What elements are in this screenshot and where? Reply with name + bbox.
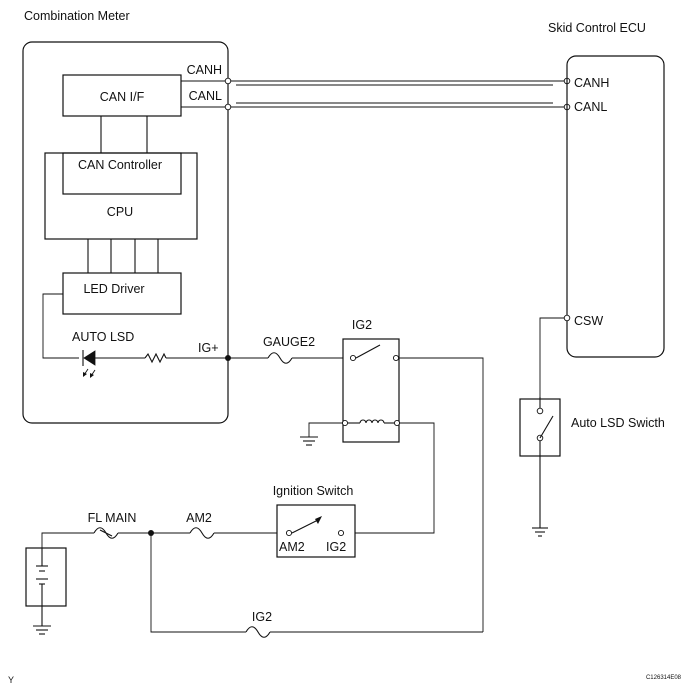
ecu-pin-canh: CANH (574, 76, 609, 90)
ig2-relay-box (342, 338, 400, 443)
ig2-fuse-icon (245, 626, 271, 638)
meter-pin-canh: CANH (187, 63, 222, 77)
can-controller-label: CAN Controller (78, 158, 162, 172)
ig2-relay-coil-left-terminal (341, 419, 349, 427)
relay-coil-ground-wire (308, 422, 343, 437)
ignition-switch-key-mark (315, 516, 322, 524)
combination-meter-outline (22, 41, 229, 424)
ignition-switch-pin-ig2: IG2 (326, 540, 346, 554)
battery-to-fl-main-wire (41, 532, 94, 548)
meter-canh-terminal (224, 77, 232, 85)
ig2-relay-contact-left (349, 354, 357, 362)
junction-to-ig2-fuse-wire (150, 533, 246, 633)
ecu-csw-terminal (563, 314, 571, 322)
led-driver-block (62, 272, 182, 315)
ig2-relay-contact-right (392, 354, 400, 362)
meter-pin-igplus: IG+ (198, 341, 219, 355)
ig2-fuse-label: IG2 (252, 610, 272, 624)
skid-control-ecu: Skid Control ECU CANH CANL CSW (548, 21, 665, 358)
auto-lsd-switch-ground-icon (532, 527, 548, 537)
relay-output-to-ig2-fuse-wire (399, 357, 484, 632)
am2-fuse-label: AM2 (186, 511, 212, 525)
led-driver-label: LED Driver (83, 282, 144, 296)
ignition-switch-lever (291, 519, 319, 534)
fl-main-fuse-label: FL MAIN (88, 511, 137, 525)
gauge2-fuse-icon (267, 352, 293, 364)
ig2-relay-coil-icon (359, 419, 385, 424)
ignition-switch-title: Ignition Switch (273, 484, 354, 498)
can-if-label: CAN I/F (100, 90, 145, 104)
can-bus-wires (181, 77, 571, 111)
battery-icon (36, 548, 48, 626)
battery-box (25, 547, 67, 607)
auto-lsd-switch-label: Auto LSD Swicth (571, 416, 665, 430)
battery-ground-icon (33, 625, 51, 635)
power-supply-circuit: FL MAIN AM2 Ignition Switch AM2 IG2 IG2 (25, 484, 483, 638)
ecu-pin-csw: CSW (574, 314, 603, 328)
ignition-switch-box (276, 504, 356, 558)
can-controller-block (62, 152, 182, 195)
relay-coil-to-ignition-switch-wire (355, 422, 435, 534)
am2-fuse-icon (189, 527, 215, 539)
figure-code: C126314E08 (646, 675, 682, 681)
ig2-relay-switch-lever (355, 344, 381, 359)
auto-lsd-label: AUTO LSD (72, 330, 134, 344)
relay-coil-ground-icon (300, 436, 318, 446)
cpu-label: CPU (107, 205, 133, 219)
ecu-pin-canl: CANL (574, 100, 607, 114)
led-resistor-icon (144, 352, 167, 364)
skid-control-ecu-outline (566, 55, 665, 358)
meter-canl-terminal (224, 103, 232, 111)
auto-lsd-switch-contact-top (536, 407, 544, 415)
combination-meter: Combination Meter CAN I/F CAN Controller… (22, 9, 229, 424)
corner-letter: Y (8, 675, 14, 685)
ig2-relay-label: IG2 (352, 318, 372, 332)
ignition-switch-am2-contact (285, 529, 293, 537)
fl-main-fuse-fusible-mark (99, 529, 113, 537)
auto-lsd-led-icon (82, 350, 96, 378)
ig2-relay-circuit: GAUGE2 IG2 (225, 318, 484, 632)
combination-meter-title: Combination Meter (24, 9, 130, 23)
auto-lsd-switch-lever (539, 415, 554, 439)
led-driver-output-wire (42, 293, 79, 359)
auto-lsd-switch: Auto LSD Swicth (519, 317, 665, 537)
csw-wire (539, 317, 564, 397)
meter-pin-canl: CANL (189, 89, 222, 103)
gauge2-fuse-label: GAUGE2 (263, 335, 315, 349)
ignition-switch-pin-am2: AM2 (279, 540, 305, 554)
ignition-switch-ig2-contact (337, 529, 345, 537)
can-if-block (62, 74, 182, 117)
skid-control-ecu-title: Skid Control ECU (548, 21, 646, 35)
ig2-relay-coil-right-terminal (393, 419, 401, 427)
